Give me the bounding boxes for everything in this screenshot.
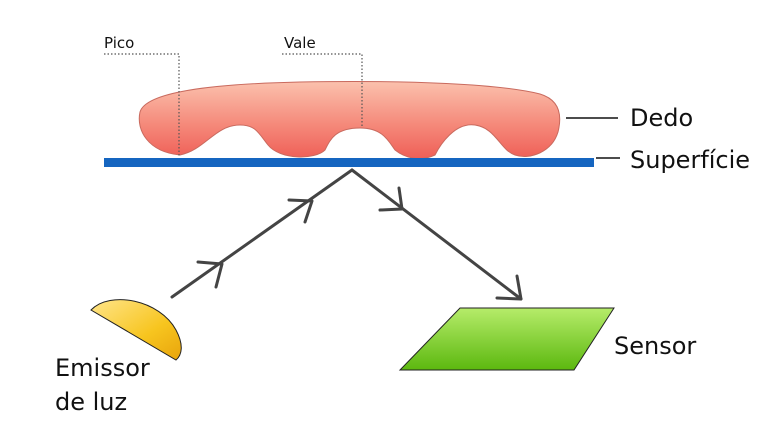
- light-ray-reflected: [350, 168, 523, 301]
- label-emissor-line1: Emissor: [55, 354, 150, 382]
- pico-leader-line: [104, 53, 180, 156]
- label-vale: Vale: [284, 34, 316, 52]
- light-ray-incident: [170, 168, 354, 299]
- label-pico: Pico: [104, 34, 134, 52]
- light-emitter: [90, 299, 182, 361]
- label-superficie: Superfície: [630, 146, 750, 174]
- incident-arrowhead-upper: [287, 198, 314, 224]
- label-sensor: Sensor: [614, 332, 696, 360]
- incident-arrowhead-lower: [196, 260, 224, 289]
- reflected-arrowhead-upper: [378, 186, 404, 212]
- finger-shape: [138, 81, 561, 160]
- sensor-plate: [398, 307, 615, 371]
- label-dedo: Dedo: [630, 104, 693, 132]
- surface-bar: [104, 158, 594, 167]
- reflected-arrowhead-lower: [495, 274, 523, 301]
- label-emissor-line2: de luz: [55, 388, 127, 416]
